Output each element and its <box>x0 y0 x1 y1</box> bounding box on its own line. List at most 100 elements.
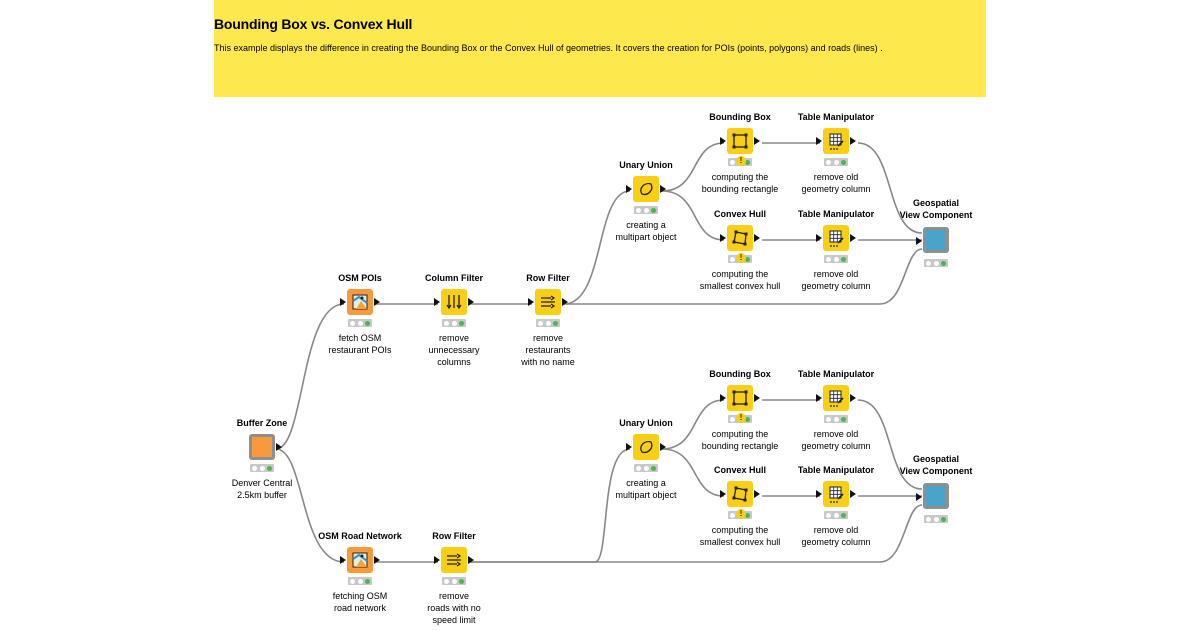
status-lights <box>442 319 466 327</box>
table-icon <box>829 230 844 247</box>
node-icon[interactable] <box>633 434 659 460</box>
input-port[interactable] <box>916 493 922 501</box>
status-lights <box>250 464 274 472</box>
node-description: remove old geometry column <box>801 525 871 547</box>
warning-icon: ! <box>736 156 746 166</box>
edge <box>275 448 345 563</box>
edge <box>661 399 725 450</box>
node-title: Column Filter <box>425 273 483 283</box>
status-lights <box>634 464 658 472</box>
warning-icon: ! <box>736 413 746 423</box>
node-title: Row Filter <box>432 531 476 541</box>
input-port[interactable] <box>626 443 632 451</box>
input-port[interactable] <box>816 394 822 402</box>
node-icon[interactable] <box>727 128 753 154</box>
node-description: Denver Central 2.5km buffer <box>231 478 293 500</box>
convex-hull-icon <box>732 486 748 502</box>
node-title: Buffer Zone <box>236 418 288 428</box>
input-port[interactable] <box>434 556 440 564</box>
osm-map-icon <box>352 294 368 310</box>
status-lights <box>824 255 848 263</box>
node-icon[interactable] <box>823 385 849 411</box>
status-lights <box>348 577 372 585</box>
node-title: Table Manipulator <box>797 465 875 475</box>
union-icon <box>640 182 653 196</box>
node-icon[interactable] <box>249 434 275 460</box>
input-port[interactable] <box>340 556 346 564</box>
convex-hull-icon <box>732 230 748 246</box>
input-port[interactable] <box>720 137 726 145</box>
node-icon[interactable] <box>347 289 373 315</box>
output-port[interactable] <box>850 234 856 242</box>
edge <box>661 190 725 241</box>
node-description: fetch OSM restaurant POIs <box>328 333 392 355</box>
output-port[interactable] <box>754 137 760 145</box>
node-description: remove old geometry column <box>801 269 871 291</box>
input-port[interactable] <box>816 234 822 242</box>
workflow-description: This example displays the difference in … <box>214 43 883 53</box>
node-icon[interactable] <box>441 289 467 315</box>
output-port[interactable] <box>850 490 856 498</box>
node-icon[interactable] <box>923 483 949 509</box>
bounding-box-icon <box>732 390 748 406</box>
output-port[interactable] <box>850 137 856 145</box>
node-description: remove roads with no speed limit <box>427 591 481 625</box>
node-title: Geospatial View Component <box>899 198 973 220</box>
edge <box>857 142 923 234</box>
warning-icon: ! <box>736 509 746 519</box>
output-port[interactable] <box>276 443 282 451</box>
edge <box>470 504 923 563</box>
node-icon[interactable] <box>823 128 849 154</box>
input-port[interactable] <box>816 490 822 498</box>
node-description: computing the bounding rectangle <box>701 172 779 194</box>
output-port[interactable] <box>374 556 380 564</box>
output-port[interactable] <box>850 394 856 402</box>
view-component-icon <box>926 230 946 250</box>
status-lights <box>924 259 948 267</box>
osm-map-icon <box>352 552 368 568</box>
node-description: remove old geometry column <box>801 429 871 451</box>
node-icon[interactable] <box>727 225 753 251</box>
output-port[interactable] <box>754 394 760 402</box>
output-port[interactable] <box>754 490 760 498</box>
input-port[interactable] <box>720 490 726 498</box>
status-lights <box>536 319 560 327</box>
output-port[interactable] <box>468 556 474 564</box>
output-port[interactable] <box>374 298 380 306</box>
input-port[interactable] <box>528 298 534 306</box>
output-port[interactable] <box>468 298 474 306</box>
node-icon[interactable] <box>441 547 467 573</box>
input-port[interactable] <box>916 237 922 245</box>
output-port[interactable] <box>562 298 568 306</box>
node-description: remove unnecessary columns <box>428 333 480 367</box>
node-icon[interactable] <box>823 481 849 507</box>
node-title: Geospatial View Component <box>899 454 973 476</box>
node-icon[interactable] <box>535 289 561 315</box>
column-filter-icon <box>446 295 462 310</box>
input-port[interactable] <box>816 137 822 145</box>
node-icon[interactable] <box>923 227 949 253</box>
input-port[interactable] <box>626 185 632 193</box>
node-description: remove old geometry column <box>801 172 871 194</box>
node-icon[interactable] <box>633 176 659 202</box>
node-icon[interactable] <box>347 547 373 573</box>
node-title: OSM Road Network <box>318 531 402 541</box>
view-component-icon <box>926 486 946 506</box>
node-title: Convex Hull <box>713 209 766 219</box>
node-title: OSM POIs <box>338 273 382 283</box>
output-port[interactable] <box>754 234 760 242</box>
input-port[interactable] <box>434 298 440 306</box>
output-port[interactable] <box>660 185 666 193</box>
input-port[interactable] <box>340 298 346 306</box>
status-lights <box>924 515 948 523</box>
node-title: Bounding Box <box>709 369 771 379</box>
node-icon[interactable] <box>727 385 753 411</box>
node-icon[interactable] <box>727 481 753 507</box>
node-icon[interactable] <box>823 225 849 251</box>
node-title: Table Manipulator <box>797 209 875 219</box>
row-filter-icon <box>447 553 462 567</box>
input-port[interactable] <box>720 234 726 242</box>
input-port[interactable] <box>720 394 726 402</box>
annotation-banner: Bounding Box vs. Convex Hull This exampl… <box>214 0 986 97</box>
output-port[interactable] <box>660 443 666 451</box>
